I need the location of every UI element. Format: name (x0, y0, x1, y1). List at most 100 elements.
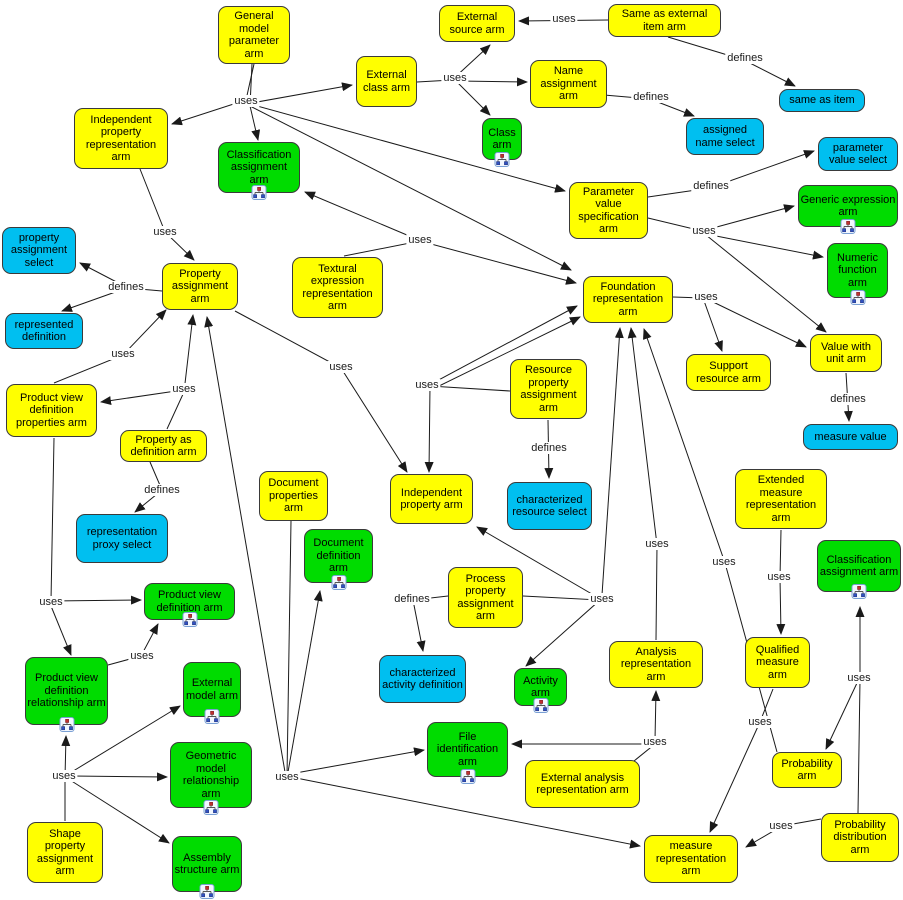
concept-probability-distribution-arm[interactable]: Probability distribution arm (821, 813, 899, 862)
concept-product-view-definition-arm[interactable]: Product view definition arm (144, 583, 235, 627)
edge-line[interactable] (651, 690, 661, 741)
link-phrase-label[interactable]: uses (170, 383, 198, 395)
concept-assembly-structure-arm[interactable]: Assembly structure arm (172, 836, 242, 899)
link-phrase-label[interactable]: uses (109, 348, 137, 360)
edge-line[interactable] (709, 688, 774, 833)
edge-line[interactable] (249, 103, 566, 193)
concept-external-source-arm[interactable]: External source arm (439, 5, 515, 42)
concept-resource-property-assignment-arm[interactable]: Resource property assignment arm (510, 359, 587, 419)
resource-link-icon[interactable] (331, 575, 346, 590)
concept-external-model-arm[interactable]: External model arm (183, 662, 241, 724)
link-phrase-label[interactable]: uses (327, 361, 355, 373)
concept-represented-definition[interactable]: represented definition (5, 313, 83, 349)
edge-line[interactable] (71, 772, 168, 782)
link-phrase-label[interactable]: defines (142, 484, 182, 496)
concept-classification-assignment-arm-2[interactable]: Classification assignment arm (817, 540, 901, 599)
link-phrase-label[interactable]: defines (691, 180, 731, 192)
edge-line[interactable] (304, 191, 415, 239)
link-phrase-label[interactable]: uses (273, 771, 301, 783)
link-phrase-label[interactable]: uses (767, 820, 795, 832)
link-phrase-label[interactable]: defines (828, 393, 868, 405)
concept-foundation-representation-arm[interactable]: Foundation representation arm (583, 276, 673, 323)
edge-line[interactable] (234, 310, 408, 473)
link-phrase-label[interactable]: uses (406, 234, 434, 246)
concept-extended-measure-representation-arm[interactable]: Extended measure representation arm (735, 469, 827, 529)
edge-line[interactable] (245, 82, 353, 105)
edge-line[interactable] (204, 316, 286, 773)
edge-line[interactable] (476, 526, 598, 598)
edge-line[interactable] (287, 590, 323, 773)
concept-property-assignment-arm[interactable]: Property assignment arm (162, 263, 238, 310)
concept-classification-assignment-arm-1[interactable]: Classification assignment arm (218, 142, 300, 200)
concept-independent-property-representation-arm[interactable]: Independent property representation arm (74, 108, 168, 169)
link-phrase-label[interactable]: defines (106, 281, 146, 293)
edge-line[interactable] (171, 63, 255, 126)
link-phrase-label[interactable]: uses (690, 225, 718, 237)
concept-measure-representation-arm[interactable]: measure representation arm (644, 835, 738, 883)
link-phrase-label[interactable]: uses (588, 593, 616, 605)
edge-line[interactable] (457, 77, 528, 87)
link-phrase-label[interactable]: defines (725, 52, 765, 64)
edge-line[interactable] (69, 779, 170, 844)
edge-line[interactable] (627, 327, 658, 641)
link-phrase-label[interactable]: uses (441, 72, 469, 84)
link-phrase-label[interactable]: uses (765, 571, 793, 583)
edge-line[interactable] (249, 105, 572, 271)
resource-link-icon[interactable] (460, 769, 475, 784)
edge-line[interactable] (672, 296, 723, 352)
concept-property-as-definition-arm[interactable]: Property as definition arm (120, 430, 207, 462)
concept-support-resource-arm[interactable]: Support resource arm (686, 354, 771, 391)
edge-line[interactable] (286, 520, 292, 777)
concept-representation-proxy-select[interactable]: representation proxy select (76, 514, 168, 563)
concept-parameter-value-select[interactable]: parameter value select (818, 137, 898, 171)
concept-probability-arm[interactable]: Probability arm (772, 752, 842, 788)
resource-link-icon[interactable] (182, 612, 197, 627)
edge-line[interactable] (289, 747, 425, 775)
edge-line[interactable] (457, 82, 491, 116)
concept-process-property-assignment-arm[interactable]: Process property assignment arm (448, 567, 523, 628)
concept-textural-expression-representation-arm[interactable]: Textural expression representation arm (292, 257, 383, 318)
link-phrase-label[interactable]: uses (845, 672, 873, 684)
concept-geometric-model-relationship-arm[interactable]: Geometric model relationship arm (170, 742, 252, 815)
link-phrase-label[interactable]: uses (692, 291, 720, 303)
resource-link-icon[interactable] (850, 290, 865, 305)
link-phrase-label[interactable]: uses (50, 770, 78, 782)
link-phrase-label[interactable]: uses (643, 538, 671, 550)
link-phrase-label[interactable]: uses (151, 226, 179, 238)
resource-link-icon[interactable] (840, 219, 856, 234)
resource-link-icon[interactable] (533, 698, 548, 713)
concept-product-view-definition-properties-arm[interactable]: Product view definition properties arm (6, 384, 97, 437)
link-phrase-label[interactable]: uses (232, 95, 260, 107)
edge-line[interactable] (436, 316, 581, 388)
concept-same-as-external-item-arm[interactable]: Same as external item arm (608, 4, 721, 37)
resource-link-icon[interactable] (251, 185, 267, 200)
link-phrase-label[interactable]: defines (392, 593, 432, 605)
concept-qualified-measure-arm[interactable]: Qualified measure arm (745, 637, 810, 688)
link-phrase-label[interactable]: uses (413, 379, 441, 391)
concept-characterized-resource-select[interactable]: characterized resource select (507, 482, 592, 530)
link-phrase-label[interactable]: uses (550, 13, 578, 25)
edge-line[interactable] (708, 299, 807, 348)
concept-file-identification-arm[interactable]: File identification arm (427, 722, 508, 784)
edge-line[interactable] (100, 390, 177, 406)
link-phrase-label[interactable]: defines (631, 91, 671, 103)
edge-line[interactable] (432, 305, 578, 384)
concept-value-with-unit-arm[interactable]: Value with unit arm (810, 334, 882, 372)
concept-product-view-definition-relationship-arm[interactable]: Product view definition relationship arm (25, 657, 108, 732)
concept-document-properties-arm[interactable]: Document properties arm (259, 471, 328, 521)
concept-property-assignment-select[interactable]: property assignment select (2, 227, 76, 274)
link-phrase-label[interactable]: uses (37, 596, 65, 608)
resource-link-icon[interactable] (203, 800, 219, 815)
edge-line[interactable] (511, 739, 657, 762)
resource-link-icon[interactable] (59, 717, 74, 732)
concept-generic-expression-arm[interactable]: Generic expression arm (798, 185, 898, 234)
edge-line[interactable] (647, 204, 795, 232)
concept-class-arm[interactable]: Class arm (482, 118, 522, 167)
resource-link-icon[interactable] (851, 584, 867, 599)
resource-link-icon[interactable] (494, 152, 510, 167)
link-phrase-label[interactable]: uses (710, 556, 738, 568)
edge-line[interactable] (50, 605, 72, 656)
concept-shape-property-assignment-arm[interactable]: Shape property assignment arm (27, 822, 103, 883)
concept-external-class-arm[interactable]: External class arm (356, 56, 417, 107)
concept-name-assignment-arm[interactable]: Name assignment arm (530, 60, 607, 108)
